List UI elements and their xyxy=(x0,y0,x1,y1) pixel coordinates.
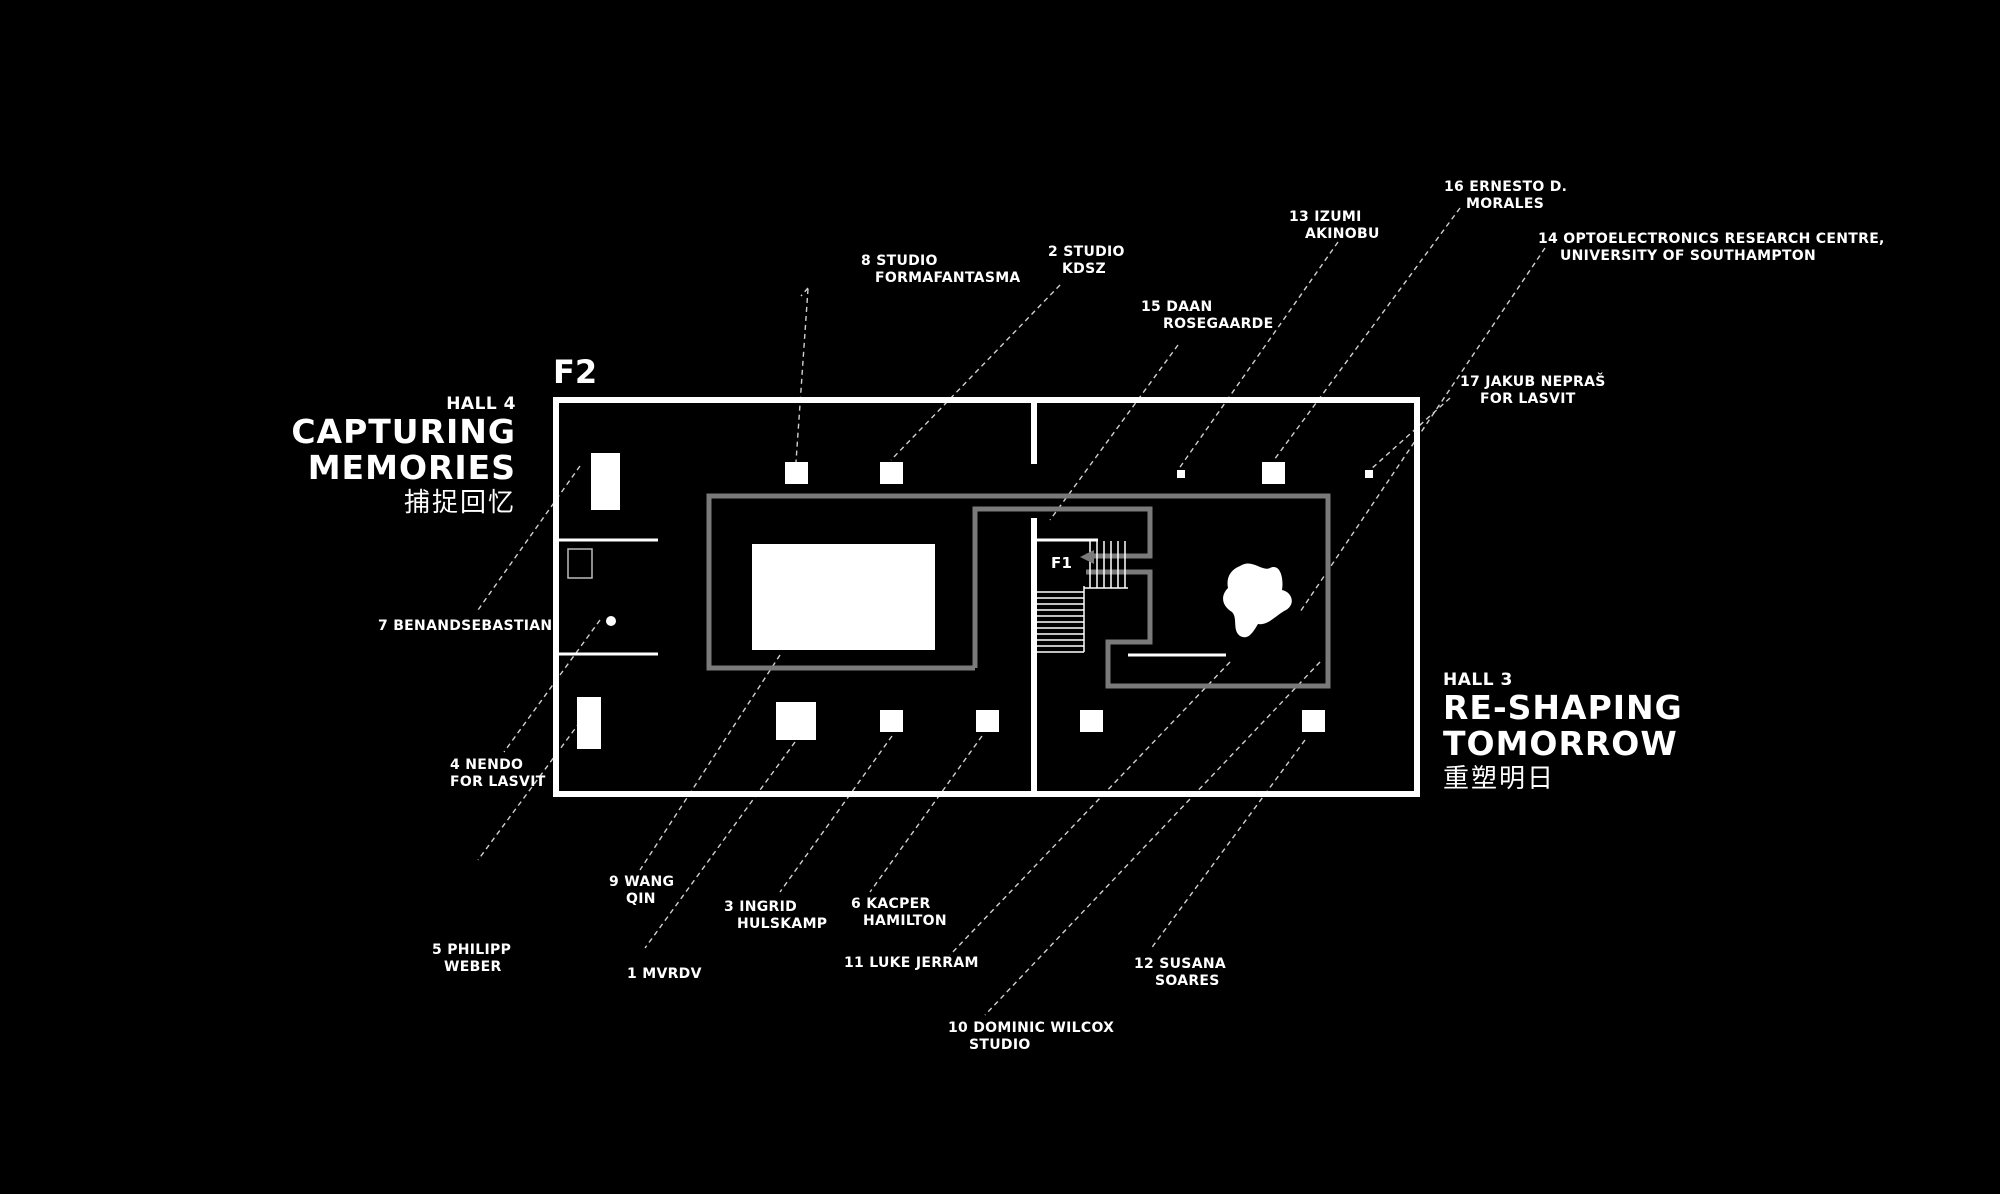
inner-walls xyxy=(706,493,1331,689)
hall3-title-line1: RE-SHAPING xyxy=(1443,688,1683,727)
stair-arrow-icon xyxy=(1080,550,1094,564)
exhibitor-label-16: 16 ERNESTO D.MORALES xyxy=(1444,179,1568,212)
stair-floor-label: F1 xyxy=(1051,554,1073,572)
staircase xyxy=(1037,541,1128,653)
exhibit-block xyxy=(880,710,903,732)
sculpture-blob xyxy=(1223,563,1292,638)
exhibit-block xyxy=(880,462,903,484)
leader-lines xyxy=(477,207,1546,1016)
hall3-number: HALL 3 xyxy=(1443,670,1513,690)
exhibit-block xyxy=(1080,710,1103,732)
exhibit-block xyxy=(776,702,816,740)
exhibit-block xyxy=(785,462,808,484)
exhibit-block xyxy=(1177,470,1185,478)
exhibitor-label-11: 11 LUKE JERRAM xyxy=(844,955,979,971)
hall3-title-cn: 重塑明日 xyxy=(1443,764,1556,794)
exhibit-block xyxy=(577,697,601,749)
exhibit-block xyxy=(976,710,999,732)
exhibit-block xyxy=(591,453,620,510)
exhibit-block xyxy=(752,544,935,650)
exhibit-block xyxy=(1365,470,1373,478)
exhibitor-label-14: 14 OPTOELECTRONICS RESEARCH CENTRE,UNIVE… xyxy=(1538,231,1885,264)
hall3-caption: HALL 3 RE-SHAPING TOMORROW 重塑明日 xyxy=(1443,670,1683,796)
exhibit-blocks xyxy=(577,453,1373,749)
exhibit-block xyxy=(1302,710,1325,732)
hall4-number: HALL 4 xyxy=(446,394,516,414)
hall4-caption: HALL 4 CAPTURING MEMORIES 捕捉回忆 xyxy=(291,394,516,520)
exhibit-outline xyxy=(567,548,593,579)
exhibitor-label-1: 1 MVRDV xyxy=(627,966,702,982)
floor-label: F2 xyxy=(553,353,598,391)
hall4-title-line2: MEMORIES xyxy=(307,448,516,487)
building-walls xyxy=(553,397,1420,797)
hall3-title-line2: TOMORROW xyxy=(1443,724,1678,763)
exhibitor-label-7: 7 BENANDSEBASTIAN xyxy=(378,618,553,634)
hall4-title-line1: CAPTURING xyxy=(291,412,516,451)
hall4-title-cn: 捕捉回忆 xyxy=(403,488,516,518)
exhibit-block xyxy=(1262,462,1285,484)
exhibit-point xyxy=(606,616,616,626)
